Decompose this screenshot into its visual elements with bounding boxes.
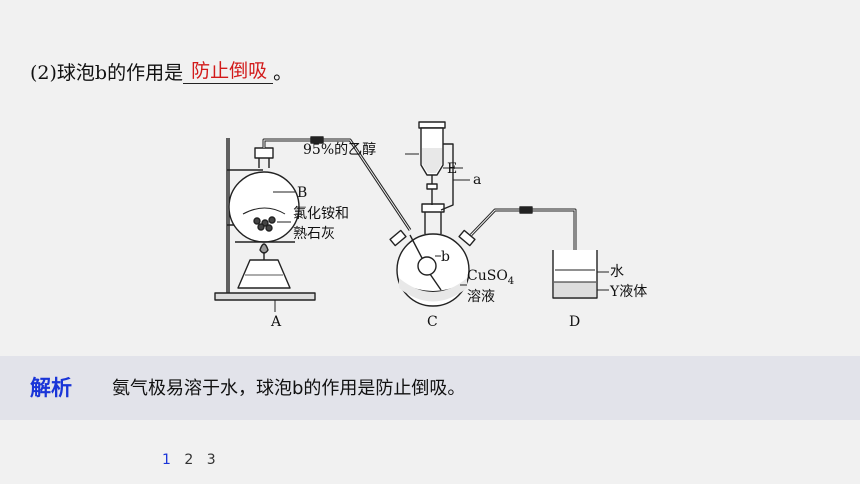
cuso4-text: CuSO [467, 268, 508, 284]
flask-c [389, 203, 476, 307]
page-link-2[interactable]: 2 [184, 452, 194, 468]
label-solution: 溶液 [467, 289, 495, 305]
page-link-3[interactable]: 3 [206, 452, 216, 468]
label-d: D [569, 314, 580, 330]
label-reagent-1: 氯化铵和 [293, 206, 349, 222]
label-water: 水 [610, 264, 624, 280]
funnel-e [418, 121, 454, 211]
question-suffix: 。 [273, 62, 293, 84]
label-b-flask: B [297, 185, 307, 201]
beaker-d [552, 250, 598, 299]
question-prefix: (2)球泡b的作用是 [30, 62, 184, 84]
label-ethanol: 95%的乙醇 [303, 141, 376, 158]
analysis-text: 氨气极易溶于水，球泡b的作用是防止倒吸。 [112, 378, 466, 399]
question-line: (2)球泡b的作用是防止倒吸。 [30, 58, 292, 86]
answer-blank: 防止倒吸 [183, 56, 274, 84]
label-a: A [270, 314, 282, 330]
cuso4-subscript: 4 [508, 276, 514, 287]
label-c: C [427, 314, 438, 330]
analysis-tag: 解析 [30, 376, 72, 400]
label-a-tube: a [473, 172, 481, 188]
flask-b [228, 147, 300, 243]
page-link-1[interactable]: 1 [162, 452, 171, 468]
label-e: E [447, 161, 457, 177]
apparatus-diagram: 95%的乙醇 B 氯化铵和 熟石灰 A E a b CuSO4 溶液 C 水 Y… [214, 121, 647, 330]
label-cuso4: CuSO4 [467, 268, 514, 287]
pagination: 1 2 3 [162, 452, 225, 468]
alcohol-lamp [235, 241, 295, 289]
label-b-bulb: b [441, 249, 450, 265]
analysis-band: 解析 氨气极易溶于水，球泡b的作用是防止倒吸。 [0, 356, 860, 420]
label-reagent-2: 熟石灰 [293, 226, 335, 242]
label-y-liquid: Y液体 [609, 284, 647, 300]
